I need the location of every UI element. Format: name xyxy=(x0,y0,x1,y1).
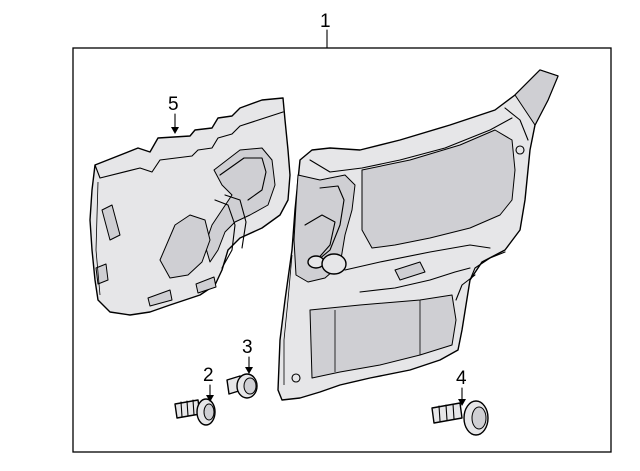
callout-3-arrowhead xyxy=(245,367,253,374)
part-1-trim-panel xyxy=(277,69,559,401)
callout-4-label: 4 xyxy=(456,368,467,389)
part-5-insulator xyxy=(89,97,291,316)
panel-hole-upper xyxy=(515,145,525,155)
callout-2-label: 2 xyxy=(203,365,214,386)
callout-5-label: 5 xyxy=(168,94,179,115)
callout-1-label: 1 xyxy=(320,11,331,32)
assembly-frame xyxy=(72,47,612,453)
panel-hole-lower xyxy=(291,373,301,383)
callout-5-arrowhead xyxy=(171,127,179,134)
callout-2-arrowhead xyxy=(206,395,214,402)
part-4-push-pin xyxy=(431,400,489,436)
callout-4-arrowhead xyxy=(458,399,466,406)
part-3-plug xyxy=(226,373,258,399)
callout-3-label: 3 xyxy=(242,337,253,358)
part-2-push-pin xyxy=(174,398,216,426)
